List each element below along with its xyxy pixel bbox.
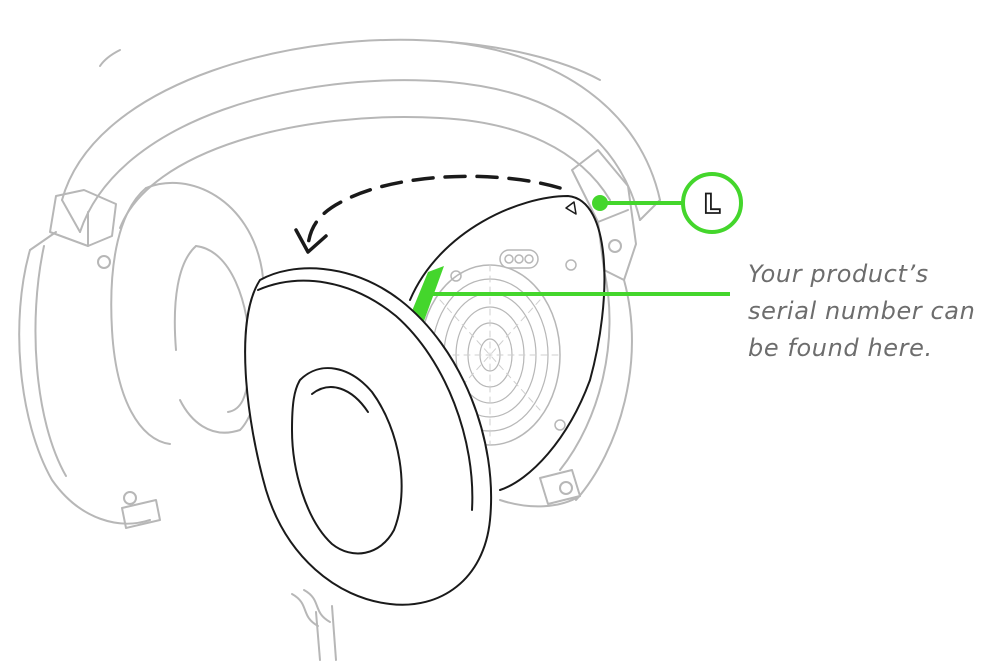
caption-line-1: Your product’s — [748, 260, 929, 288]
dashed-curved-arrow-icon — [294, 174, 562, 254]
serial-number-caption: Your product’s serial number can be foun… — [748, 256, 984, 367]
headband — [61, 38, 661, 233]
side-marker-letter: L — [703, 189, 720, 220]
circled-letter-icon: L — [681, 172, 743, 234]
pointer-dot — [592, 195, 608, 211]
cable — [291, 589, 337, 661]
caption-line-3: be found here. — [748, 334, 933, 362]
pointer-lines — [432, 201, 730, 296]
caption-line-2: serial number can — [748, 297, 976, 325]
detached-earcup-cushion — [244, 267, 493, 606]
left-earcup-back — [18, 181, 267, 529]
